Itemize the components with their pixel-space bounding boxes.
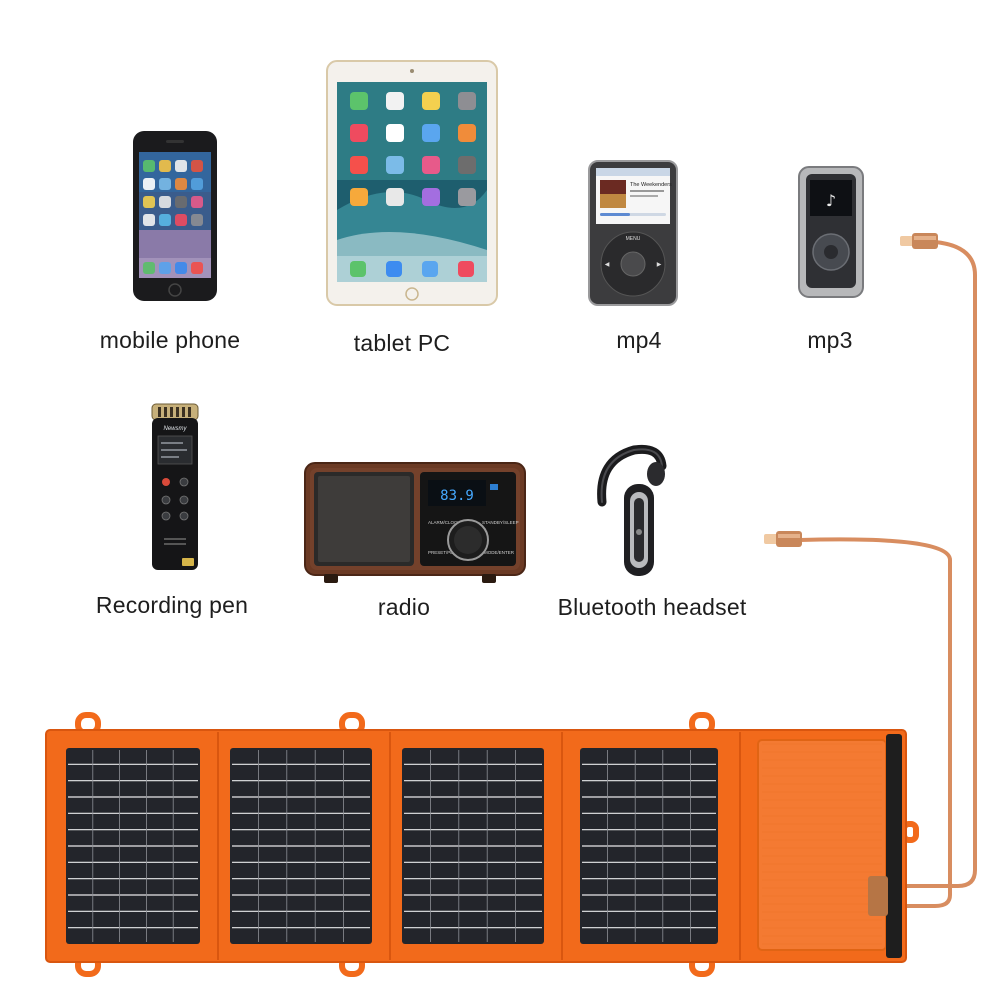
mp4-screen-title: The Weekenders — [630, 182, 672, 188]
recording-pen-brand: Newsmy — [163, 426, 187, 432]
label-mp4: mp4 — [616, 327, 662, 353]
play-icon: ▶ — [657, 262, 662, 268]
label-mobile-phone: mobile phone — [99, 327, 241, 353]
label-tablet-pc: tablet PC — [353, 330, 451, 356]
tablet-pc-image — [326, 60, 498, 306]
usb-connector-middle — [764, 531, 802, 547]
mp3-image: ♪ — [798, 166, 864, 298]
radio-standby-label: STANDBY/SLEEP — [482, 520, 519, 525]
app-grid-icon — [139, 160, 211, 278]
radio-image: 83.9 ALARM/CLOCK STANDBY/SLEEP PRESET/PL… — [304, 462, 526, 583]
label-recording-pen: Recording pen — [95, 592, 249, 618]
radio-preset-label: PRESET/PLAY — [428, 550, 458, 555]
recording-pen-image: Newsmy — [151, 403, 199, 570]
radio-frequency-display: 83.9 — [440, 488, 474, 504]
app-grid-icon — [337, 92, 487, 282]
label-radio: radio — [377, 594, 431, 620]
solar-cells — [66, 748, 718, 944]
mesh-pocket — [757, 739, 887, 951]
rewind-icon: ◀ — [605, 262, 610, 268]
mp3-logo-icon: ♪ — [826, 191, 836, 210]
foldable-solar-panel — [45, 712, 919, 977]
label-bluetooth-headset: Bluetooth headset — [557, 594, 747, 620]
zipper-edge — [886, 734, 902, 958]
radio-alarm-label: ALARM/CLOCK — [428, 520, 460, 525]
label-mp3: mp3 — [807, 327, 853, 353]
mp4-image: The Weekenders MENU ▶ ◀ — [588, 160, 678, 306]
usb-connector-top — [900, 233, 938, 249]
radio-mode-label: MODE/ENTER — [484, 550, 515, 555]
cable-short — [798, 537, 952, 908]
cable-long — [886, 240, 977, 888]
mobile-phone-image — [133, 131, 217, 301]
bluetooth-headset-image — [597, 444, 667, 576]
wheel-icon — [600, 231, 666, 297]
mp4-menu-label: MENU — [626, 236, 641, 242]
